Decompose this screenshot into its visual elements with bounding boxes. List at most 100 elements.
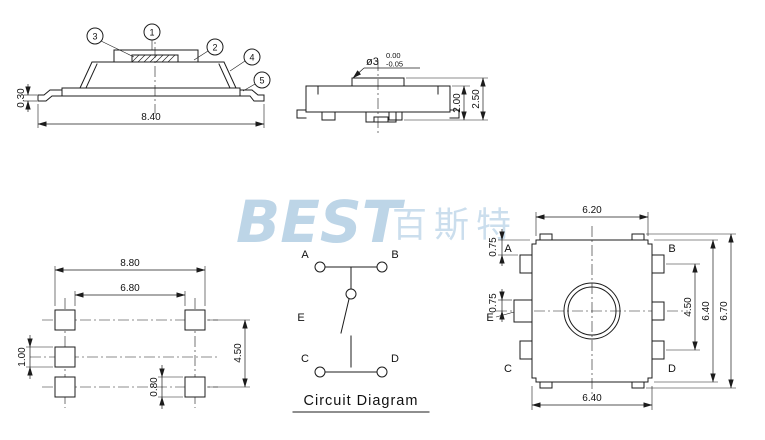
front-body <box>79 61 237 89</box>
top-pad-e-leader <box>495 311 515 318</box>
top-pad-e-label: E <box>486 312 493 324</box>
dim-land-corner-pad-height-text: 0.80 <box>149 377 160 397</box>
dim-top-body-height: 6.40 <box>654 239 718 383</box>
side-center-post-notch <box>373 116 389 123</box>
dim-top-overall-height-text: 6.70 <box>719 301 730 321</box>
top-pad-c <box>519 340 533 360</box>
dim-bottom-width-text: 6.40 <box>582 393 602 404</box>
balloon-5-number: 5 <box>259 76 264 86</box>
dim-front-lead-thickness: 0.30 <box>16 84 37 112</box>
dim-land-pad-row-span: 4.50 <box>207 319 250 388</box>
balloon-4-number: 4 <box>249 53 254 63</box>
front-body-inner-right <box>218 63 231 89</box>
top-pad-d <box>651 340 665 360</box>
terminal-c <box>314 366 326 378</box>
dim-actuator-tol-upper: 0.00 <box>386 51 401 60</box>
side-mounting-feet <box>296 109 460 119</box>
dim-bottom-width: 6.40 <box>531 386 653 410</box>
dim-front-overall-width-text: 8.40 <box>141 112 161 123</box>
terminal-b <box>376 261 388 273</box>
circuit-caption: Circuit Diagram <box>304 393 419 409</box>
front-body-inner-left <box>85 63 98 89</box>
top-pad-c-label: C <box>504 363 512 375</box>
dim-land-inner-width-text: 6.80 <box>120 283 140 294</box>
dim-actuator-diameter-text: ø3 <box>366 56 379 68</box>
dim-top-pad-offset-mid-text: 0.75 <box>488 293 499 313</box>
dim-actuator-tol-lower: -0.05 <box>386 60 403 69</box>
top-pad-e <box>513 299 533 323</box>
dim-land-corner-pad-height: 0.80 <box>149 365 183 409</box>
watermark-cjk-text: 百斯特 <box>392 206 518 246</box>
dim-front-lead-thickness-text: 0.30 <box>16 88 27 108</box>
dim-land-outer-width: 8.80 <box>54 258 206 306</box>
top-pad-d-label: D <box>668 363 676 375</box>
dim-top-pad-row-span-text: 4.50 <box>683 297 694 317</box>
dim-top-width-text: 6.20 <box>582 205 602 216</box>
dim-land-outer-width-text: 8.80 <box>120 258 140 269</box>
dim-actuator-diameter: ø3 0.00 -0.05 <box>352 51 420 79</box>
balloon-2-number: 2 <box>212 43 217 53</box>
dim-side-overall-height: 2.50 <box>406 77 488 121</box>
balloon-5: 5 <box>242 71 271 92</box>
terminal-b-label: B <box>391 249 398 261</box>
front-base-plate <box>61 87 241 97</box>
dim-top-pad-offset-mid: 0.75 <box>488 289 512 322</box>
balloon-4: 4 <box>229 48 261 72</box>
dim-land-inner-width: 6.80 <box>74 283 186 306</box>
terminal-d-label: D <box>391 353 399 365</box>
pad-mid-left <box>54 346 76 368</box>
watermark: BEST 百斯特 <box>236 188 518 256</box>
top-tab-tl <box>539 233 553 241</box>
dim-top-body-height-text: 6.40 <box>701 301 712 321</box>
dim-front-overall-width: 8.40 <box>37 104 265 128</box>
terminal-e-label: E <box>297 312 304 324</box>
top-tab-bl <box>539 381 553 389</box>
side-view: ø3 0.00 -0.05 2.00 2.50 <box>296 51 488 134</box>
top-tab-tr <box>631 233 645 241</box>
watermark-latin-text: BEST <box>236 188 406 256</box>
balloon-3: 3 <box>86 27 135 58</box>
circuit-diagram: A B E C D Circuit Diagram <box>292 249 430 413</box>
balloon-3-number: 3 <box>92 32 97 42</box>
pad-bottom-left <box>54 376 76 398</box>
terminal-a <box>314 261 326 273</box>
side-terminal-left <box>321 111 336 121</box>
pad-top-left <box>54 309 76 331</box>
dim-side-body-height-text: 2.00 <box>452 93 463 113</box>
front-lead-right <box>239 89 265 102</box>
terminal-c-label: C <box>301 353 309 365</box>
top-pad-a <box>519 254 533 274</box>
top-pad-mid-right <box>651 301 665 321</box>
top-button-outer <box>563 282 621 340</box>
pad-top-right <box>184 309 206 331</box>
dim-land-mid-pad-height: 1.00 <box>17 335 53 379</box>
front-actuator-hatch <box>131 54 176 63</box>
pad-bottom-right <box>184 376 206 398</box>
dim-land-mid-pad-height-text: 1.00 <box>17 347 28 367</box>
dim-side-overall-height-text: 2.50 <box>471 89 482 109</box>
top-view: A B E C D 6.20 6.40 4.50 <box>486 205 736 410</box>
terminal-d <box>376 366 388 378</box>
land-pattern-view: 8.80 6.80 4.50 1.00 <box>17 258 250 409</box>
dim-top-pad-offset-top: 0.75 <box>488 229 530 266</box>
dim-side-body-height: 2.00 <box>404 85 488 121</box>
dim-land-pad-row-span-text: 4.50 <box>233 343 244 363</box>
front-view: 1 3 2 4 5 8.40 <box>16 23 271 128</box>
balloon-2: 2 <box>193 38 224 61</box>
dim-top-width: 6.20 <box>535 205 649 236</box>
top-pad-b-label: B <box>668 243 675 255</box>
balloon-1-number: 1 <box>149 28 154 38</box>
top-button-inner <box>567 286 617 336</box>
top-tab-br <box>631 381 645 389</box>
dim-top-pad-offset-top-text: 0.75 <box>488 237 499 257</box>
top-pad-a-label: A <box>504 243 512 255</box>
balloon-1: 1 <box>143 23 161 50</box>
top-body-outline <box>531 239 653 383</box>
side-actuator <box>351 77 405 87</box>
circuit-switch-lever <box>340 298 350 334</box>
dim-top-overall-height: 6.70 <box>646 233 736 389</box>
circuit-contact-pivot <box>345 288 357 300</box>
front-lead-left <box>37 89 63 102</box>
terminal-a-label: A <box>301 249 309 261</box>
